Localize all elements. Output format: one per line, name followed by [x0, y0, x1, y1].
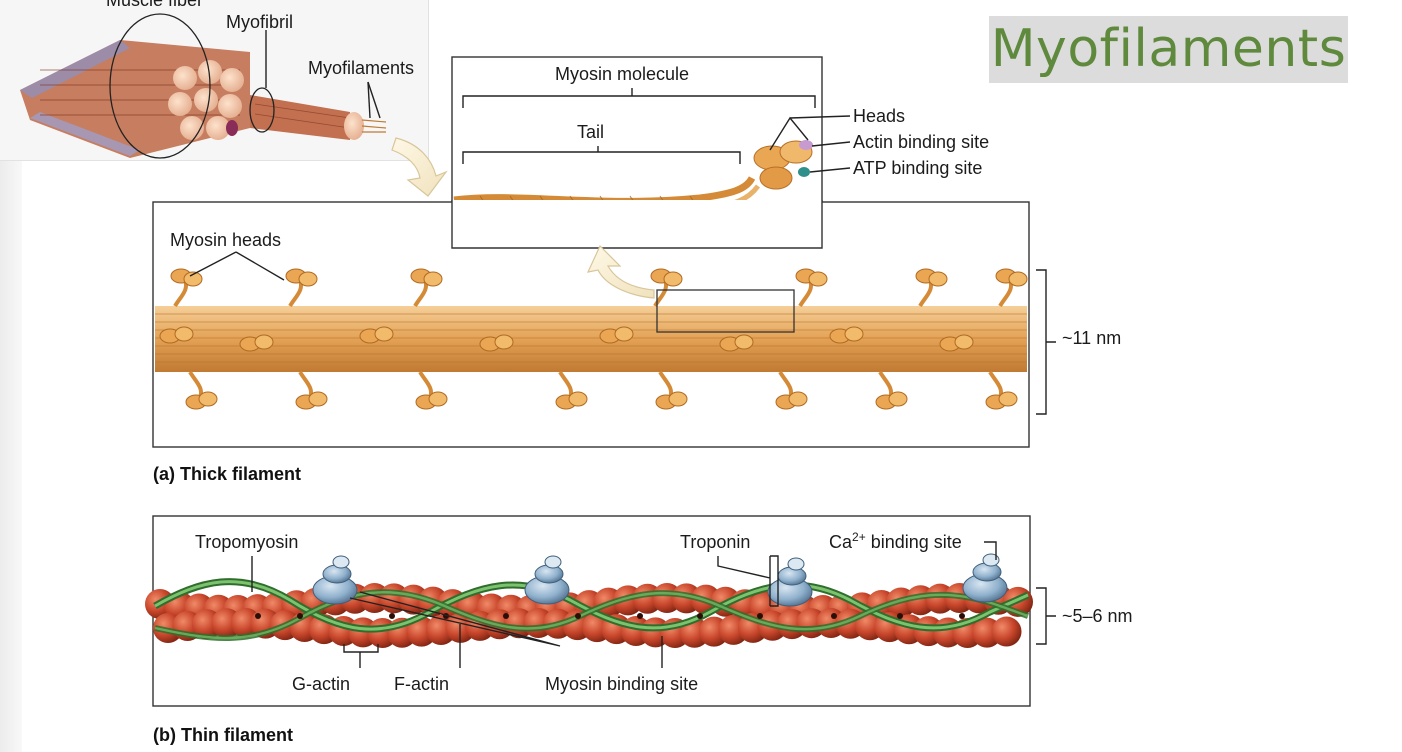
thin-diameter-label: ~5–6 nm	[1062, 606, 1133, 626]
slide-title: Myofilaments	[989, 16, 1348, 83]
myosin-binding-site	[831, 613, 837, 619]
myosin-head	[185, 370, 218, 410]
myosin-head	[159, 326, 194, 344]
troponin-label: Troponin	[680, 532, 750, 552]
myosin-head	[995, 268, 1028, 308]
myosin-head	[875, 370, 908, 410]
myofibril-label: Myofibril	[226, 12, 293, 32]
troponin-complex	[312, 555, 358, 605]
myosin-head	[939, 334, 974, 352]
thick-filament-caption: (a) Thick filament	[153, 464, 301, 484]
myosin-binding-site	[757, 613, 763, 619]
myosin-binding-site	[389, 613, 395, 619]
left-edge-shadow	[0, 160, 22, 752]
atp-binding-site-label: ATP binding site	[853, 158, 982, 178]
myosin-binding-site	[959, 613, 965, 619]
myosin-head	[599, 326, 634, 344]
actin-binding-site-label: Actin binding site	[853, 132, 989, 152]
g-actin-subunit	[991, 616, 1022, 647]
heads-label: Heads	[853, 106, 905, 126]
tropomyosin-label: Tropomyosin	[195, 532, 298, 552]
zoom-arrow-inset	[391, 137, 448, 197]
myosin-head	[285, 268, 318, 308]
myosin-binding-site	[297, 613, 303, 619]
myosin-binding-site	[637, 613, 643, 619]
myofilaments-label: Myofilaments	[308, 58, 414, 78]
myosin-binding-sites	[255, 613, 965, 619]
thick-filament-shaft	[155, 306, 1027, 372]
myosin-head	[415, 370, 448, 410]
muscle-fiber-label: Muscle fiber	[106, 0, 203, 10]
myosin-head	[170, 268, 203, 308]
troponin-complex	[767, 557, 813, 607]
muscle-fiber-illustration	[20, 13, 387, 159]
myosin-binding-site	[697, 613, 703, 619]
myosin-binding-site	[575, 613, 581, 619]
myosin-binding-site	[255, 613, 261, 619]
myosin-molecule-label: Myosin molecule	[555, 64, 689, 84]
tail-label: Tail	[577, 122, 604, 142]
thick-diameter-label: ~11 nm	[1062, 328, 1121, 348]
thin-filament-caption: (b) Thin filament	[153, 725, 293, 745]
g-actin-label: G-actin	[292, 674, 350, 694]
myosin-head	[479, 334, 514, 352]
myosin-head	[295, 370, 328, 410]
myosin-head	[410, 268, 443, 308]
myosin-head	[915, 268, 948, 308]
myosin-head	[719, 334, 754, 352]
myosin-head	[795, 268, 828, 308]
myosin-binding-site	[503, 613, 509, 619]
myosin-heads	[159, 268, 1028, 410]
troponin-complexes	[312, 553, 1008, 607]
myosin-head	[655, 370, 688, 410]
myosin-head	[239, 334, 274, 352]
myosin-head	[650, 268, 683, 308]
myosin-head	[775, 370, 808, 410]
zoom-region-box	[656, 289, 795, 333]
myosin-binding-site	[897, 613, 903, 619]
myosin-head	[555, 370, 588, 410]
myosin-head	[359, 326, 394, 344]
myosin-heads-label: Myosin heads	[170, 230, 281, 250]
zoom-arrow-myosin	[586, 244, 655, 299]
myosin-head	[985, 370, 1018, 410]
troponin-complex	[524, 555, 570, 605]
myosin-binding-site-label: Myosin binding site	[545, 674, 698, 694]
myosin-head	[829, 326, 864, 344]
f-actin-label: F-actin	[394, 674, 449, 694]
ca-binding-site-label: Ca2+ binding site	[829, 530, 962, 552]
troponin-complex	[962, 553, 1008, 603]
